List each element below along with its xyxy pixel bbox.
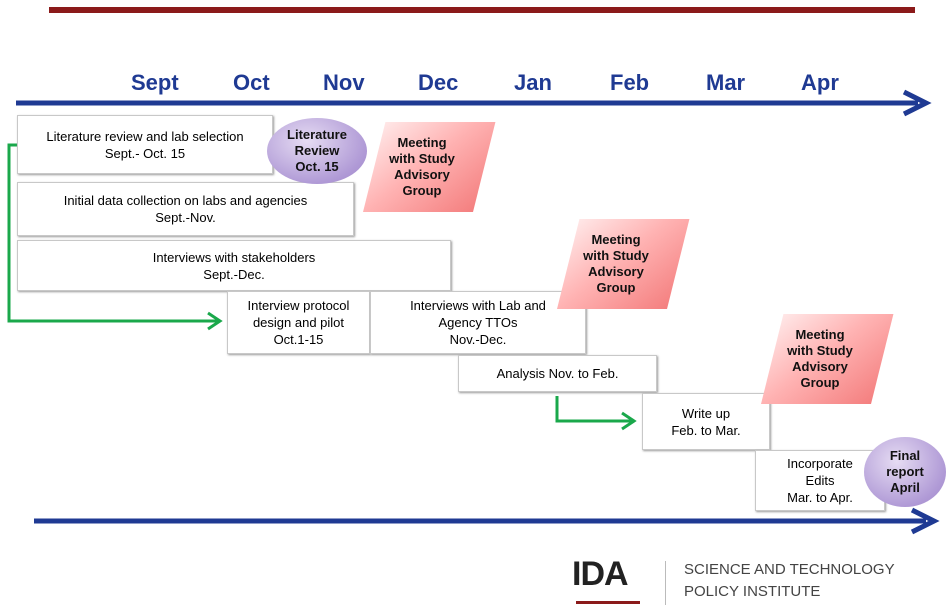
task-title-2: design and pilot: [252, 315, 345, 330]
meeting-line: Meeting: [795, 327, 845, 342]
month-nov: Nov: [323, 70, 365, 95]
connector-analysis-to-writeup: [555, 396, 637, 431]
task-title: Literature review and lab selection: [46, 128, 244, 144]
institute-name-line-2: POLICY INSTITUTE: [684, 583, 821, 600]
logo-divider: [665, 561, 666, 605]
institute-name: SCIENCE AND TECHNOLOGY POLICY INSTITUTE: [684, 559, 895, 603]
meeting-line: Group: [596, 280, 636, 295]
month-sept: Sept: [131, 70, 179, 95]
task-dates: Nov.-Dec.: [449, 332, 507, 347]
task-title: Analysis Nov. to Feb.: [496, 366, 619, 381]
task-dates: Feb. to Mar.: [671, 422, 741, 438]
meeting-line: Meeting: [591, 232, 641, 247]
month-apr: Apr: [801, 70, 839, 95]
milestone-final-report: Final report April: [864, 437, 946, 507]
task-dates: Sept.- Oct. 15: [104, 145, 186, 161]
task-title: Write up: [681, 405, 731, 421]
task-analysis: Analysis Nov. to Feb.: [458, 355, 657, 392]
meeting-line: Advisory: [394, 167, 450, 182]
meeting-line: Advisory: [792, 359, 848, 374]
top-rule: [49, 7, 915, 13]
task-tto-interviews: Interviews with Lab and Agency TTOs Nov.…: [370, 291, 586, 354]
meeting-line: with Study: [787, 343, 853, 358]
ida-logo-mark: IDA: [572, 555, 629, 593]
task-dates: Sept.-Dec.: [203, 266, 265, 282]
institute-name-line-1: SCIENCE AND TECHNOLOGY: [684, 561, 895, 578]
task-dates: Oct.1-15: [273, 332, 324, 347]
task-title: Incorporate: [787, 456, 853, 471]
meeting-advisory-group-3: Meeting with Study Advisory Group: [761, 314, 894, 404]
milestone-literature-review: Literature Review Oct. 15: [267, 118, 367, 184]
meeting-line: Group: [402, 183, 442, 198]
task-title: Interview protocol: [247, 298, 350, 313]
task-write-up: Write up Feb. to Mar.: [642, 393, 770, 450]
month-mar: Mar: [706, 70, 746, 95]
meeting-line: with Study: [389, 151, 455, 166]
month-oct: Oct: [233, 70, 270, 95]
task-title: Interviews with Lab and: [410, 298, 546, 313]
connector-literature-to-protocol: [7, 143, 223, 331]
task-title-2: Agency TTOs: [438, 315, 518, 330]
task-title: Initial data collection on labs and agen…: [63, 193, 308, 208]
meeting-advisory-group-1: Meeting with Study Advisory Group: [363, 122, 496, 212]
task-dates: Mar. to Apr.: [787, 490, 853, 505]
task-stakeholder-interviews: Interviews with stakeholders Sept.-Dec.: [17, 240, 451, 291]
task-title-2: Edits: [805, 473, 835, 488]
milestone-line: Oct. 15: [295, 159, 339, 174]
meeting-line: Meeting: [397, 135, 447, 150]
task-initial-data-collection: Initial data collection on labs and agen…: [17, 182, 354, 236]
task-dates: Sept.-Nov.: [155, 210, 216, 225]
logo-underline: [576, 601, 640, 604]
top-timeline-arrow: [16, 89, 932, 117]
milestone-line: report: [886, 464, 924, 479]
milestone-line: April: [890, 480, 920, 495]
month-feb: Feb: [610, 70, 650, 95]
task-literature-review: Literature review and lab selection Sept…: [17, 115, 273, 174]
meeting-advisory-group-2: Meeting with Study Advisory Group: [557, 219, 690, 309]
task-title: Interviews with stakeholders: [152, 249, 316, 265]
meeting-line: Advisory: [588, 264, 644, 279]
milestone-line: Final: [889, 448, 921, 463]
meeting-line: with Study: [583, 248, 649, 263]
milestone-line: Literature: [287, 127, 347, 142]
meeting-line: Group: [800, 375, 840, 390]
month-jan: Jan: [514, 70, 552, 95]
milestone-line: Review: [294, 143, 340, 158]
bottom-timeline-arrow: [34, 507, 940, 535]
task-interview-protocol: Interview protocol design and pilot Oct.…: [227, 291, 370, 354]
month-dec: Dec: [418, 70, 459, 95]
task-incorporate-edits: Incorporate Edits Mar. to Apr.: [755, 450, 885, 511]
